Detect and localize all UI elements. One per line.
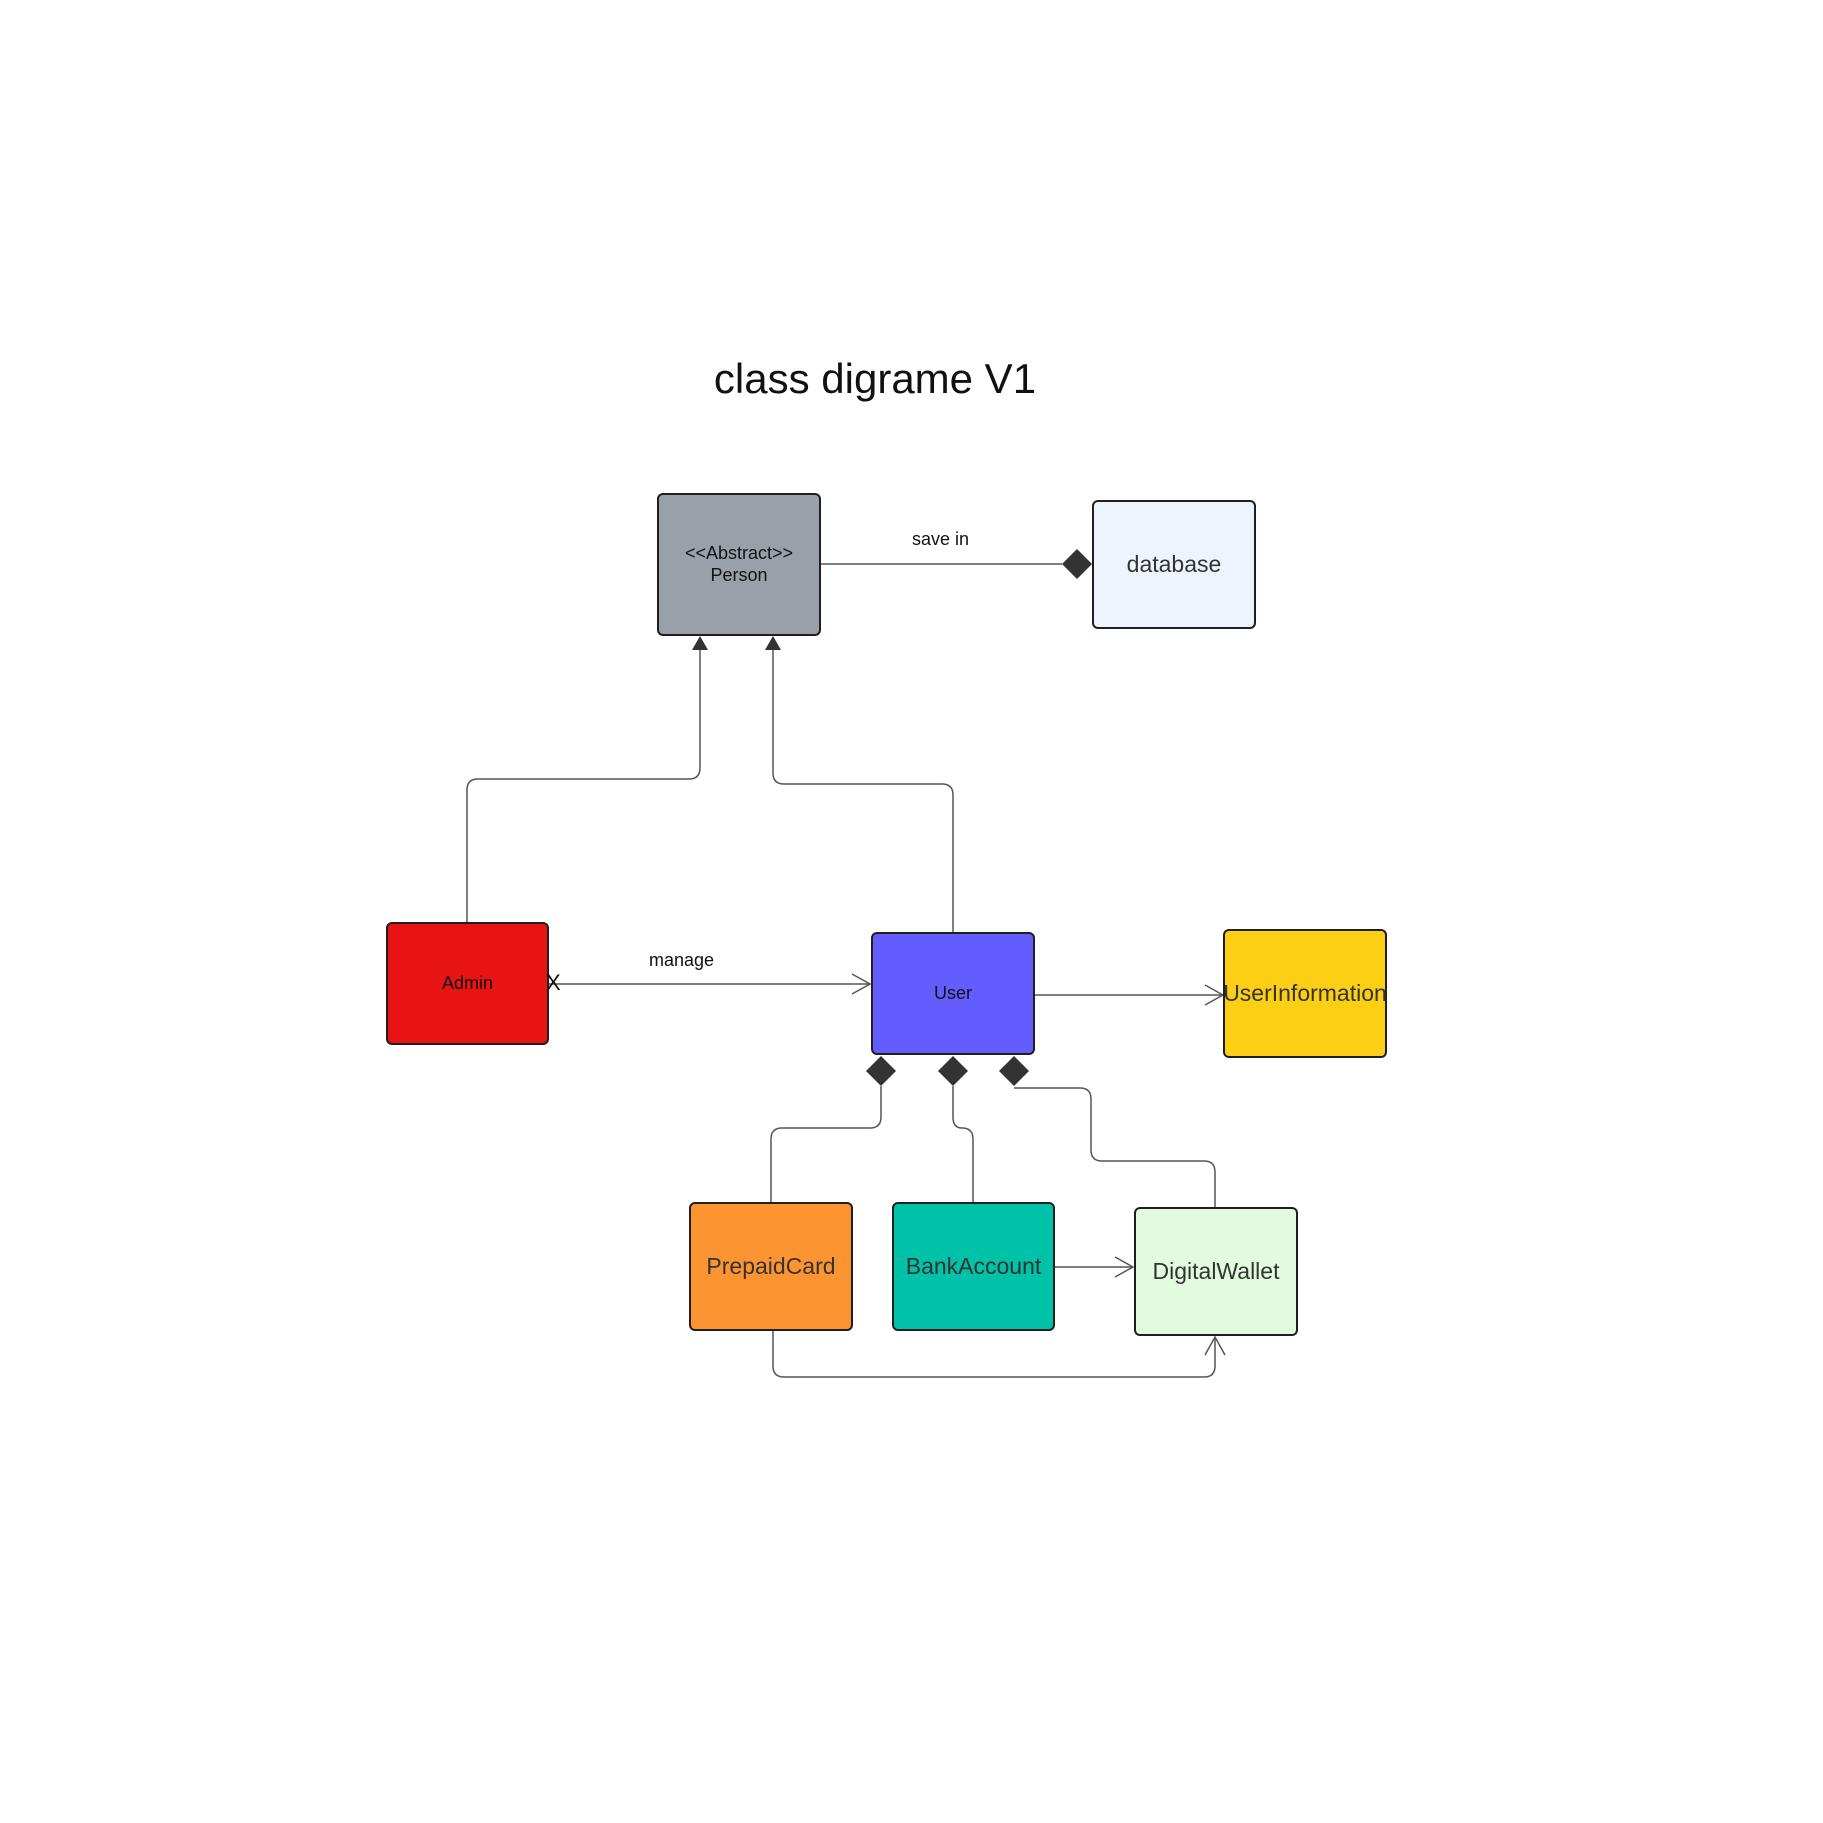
composition-diamond-database: [1062, 549, 1092, 579]
node-database-label: database: [1126, 551, 1222, 577]
edge-prepaidcard-user: [770, 1086, 882, 1202]
node-user-label: User: [933, 982, 972, 1003]
diagram-title: class digrame V1: [713, 355, 1037, 402]
node-prepaidcard-label: PrepaidCard: [706, 1253, 836, 1279]
composition-diamond-digitalwallet: [999, 1056, 1029, 1086]
node-bankaccount[interactable]: BankAccount: [892, 1202, 1055, 1331]
node-person-label: <<Abstract>> Person: [684, 542, 794, 585]
edge-admin-person: [466, 650, 701, 922]
edge-bankaccount-digitalwallet-arrowhead: [1114, 1256, 1135, 1278]
node-userinformation[interactable]: UserInformation: [1223, 929, 1387, 1058]
node-digitalwallet[interactable]: DigitalWallet: [1134, 1207, 1298, 1336]
node-digitalwallet-label: DigitalWallet: [1152, 1258, 1280, 1284]
node-user[interactable]: User: [871, 932, 1035, 1055]
manage-end-marker: X: [546, 970, 561, 995]
node-database[interactable]: database: [1092, 500, 1256, 629]
node-bankaccount-label: BankAccount: [905, 1253, 1042, 1279]
composition-diamond-prepaidcard: [866, 1056, 896, 1086]
node-person[interactable]: <<Abstract>> Person: [657, 493, 821, 636]
edge-user-person: [772, 650, 954, 932]
edge-bankaccount-user: [952, 1086, 974, 1202]
node-userinformation-label: UserInformation: [1223, 980, 1387, 1006]
edge-prepaidcard-digitalwallet-arrowhead: [1204, 1335, 1226, 1356]
node-admin-label: Admin: [441, 972, 494, 993]
edge-digitalwallet-user: [1014, 1087, 1216, 1207]
composition-diamond-bankaccount: [938, 1056, 968, 1086]
edge-label-save-in: save in: [912, 529, 970, 549]
edge-admin-user-arrowhead: [851, 973, 872, 995]
edge-prepaidcard-digitalwallet: [772, 1330, 1216, 1378]
node-prepaidcard[interactable]: PrepaidCard: [689, 1202, 853, 1331]
inheritance-arrowhead-admin: [692, 636, 708, 650]
inheritance-arrowhead-user: [765, 636, 781, 650]
node-admin[interactable]: Admin: [386, 922, 549, 1045]
edge-label-manage: manage: [649, 950, 715, 970]
